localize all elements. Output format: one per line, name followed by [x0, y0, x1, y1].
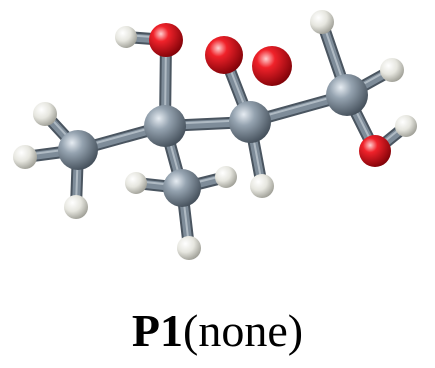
structure-label: P1(none) [0, 304, 435, 358]
oxygen-atom [149, 23, 183, 57]
hydrogen-atom [64, 195, 88, 219]
hydrogen-atom [125, 172, 147, 194]
structure-tag: (none) [183, 305, 304, 356]
molecule-structure [13, 10, 417, 260]
hydrogen-atom [13, 145, 37, 169]
carbon-atom [58, 130, 98, 170]
hydrogen-atom [33, 102, 57, 126]
hydrogen-atom [177, 236, 201, 260]
hydrogen-atom [395, 115, 417, 137]
atoms [13, 10, 417, 260]
hydrogen-atom [310, 10, 334, 34]
carbon-atom [163, 169, 201, 207]
hydrogen-atom [380, 58, 404, 82]
carbon-atom [144, 105, 186, 147]
hydrogen-atom [215, 166, 237, 188]
hydrogen-atom [250, 174, 274, 198]
carbon-atom [229, 101, 271, 143]
oxygen-atom [205, 36, 243, 74]
oxygen-atom [359, 135, 391, 167]
carbon-atom [326, 74, 368, 116]
hydrogen-atom [115, 26, 137, 48]
oxygen-atom [252, 46, 292, 86]
structure-id: P1 [131, 305, 184, 356]
